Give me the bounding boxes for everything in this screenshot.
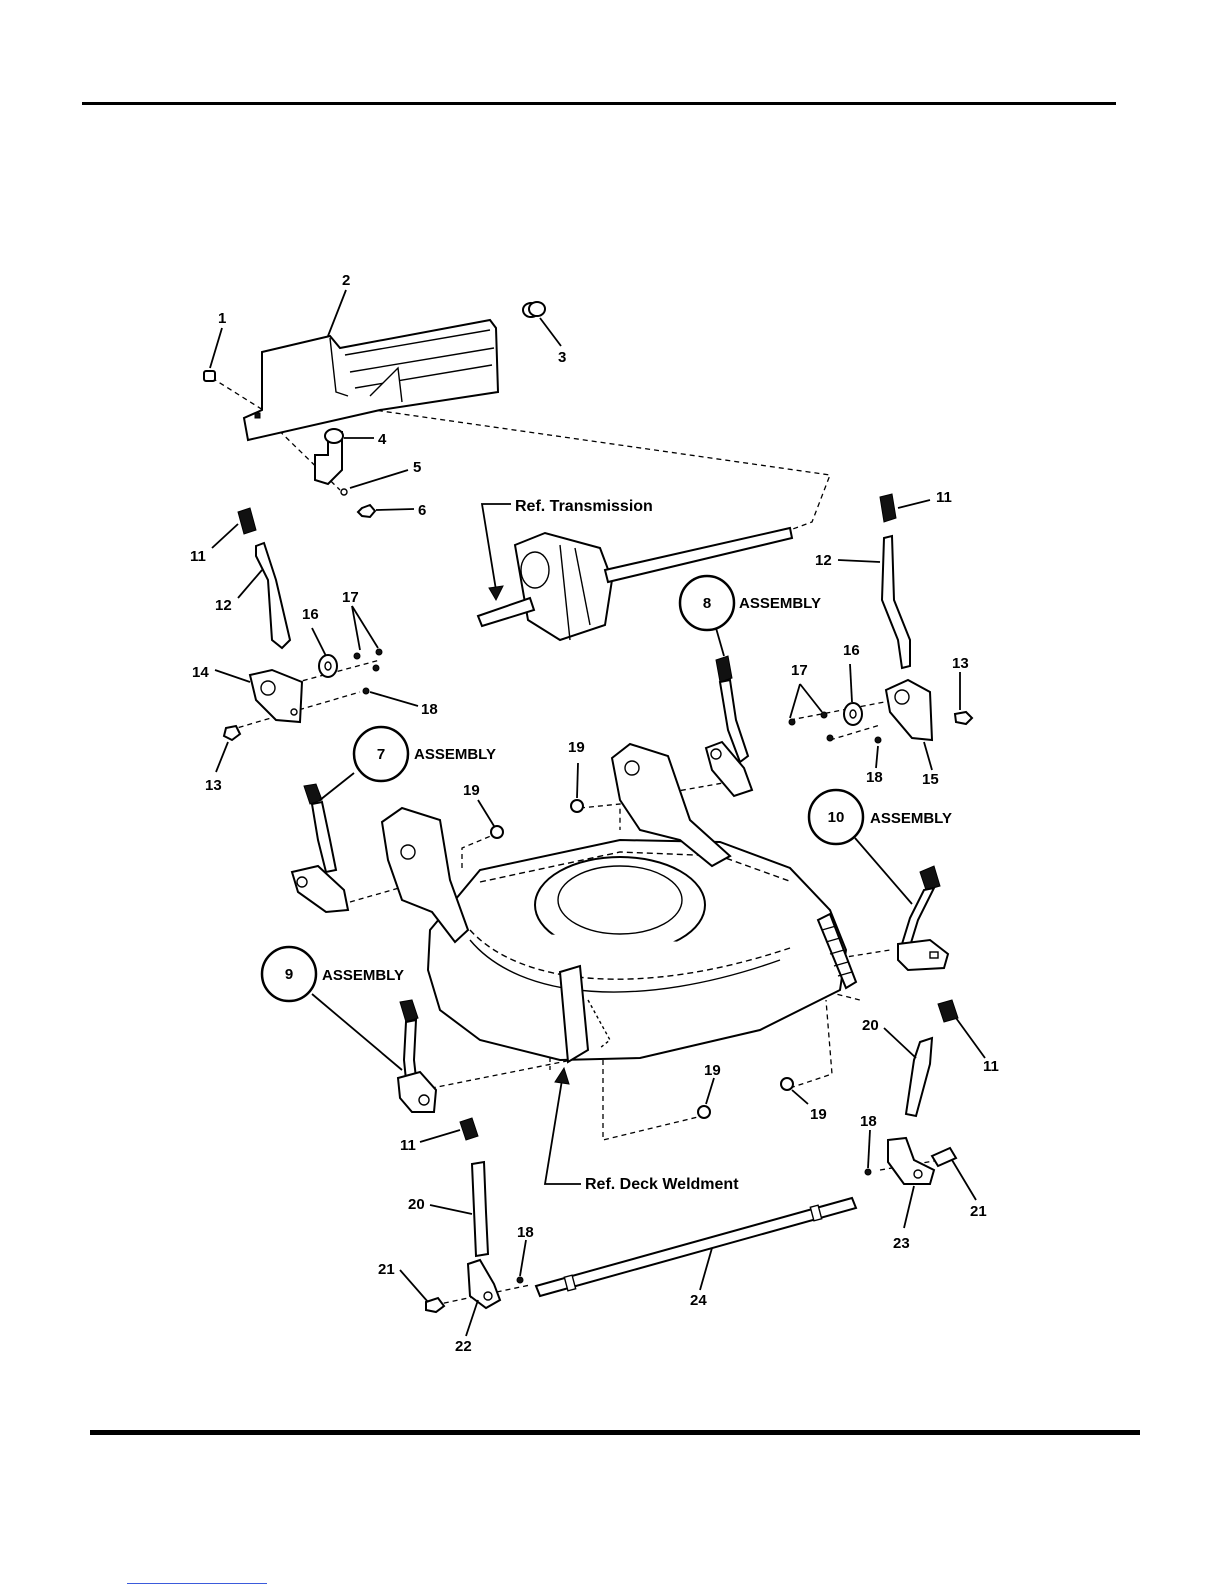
callout-11-d: 11 — [400, 1137, 416, 1154]
assembly-8-badge: 8 ASSEMBLY — [680, 576, 821, 630]
callout-6: 6 — [418, 502, 426, 519]
callout-19-c: 19 — [704, 1062, 721, 1079]
callout-14: 14 — [192, 664, 209, 681]
part-19-nut-a — [571, 800, 583, 812]
callout-17-b: 17 — [791, 662, 808, 679]
assembly-10-lever — [898, 866, 948, 970]
assembly-8-number: 8 — [703, 595, 711, 612]
part-18-clip-lower-right — [865, 1169, 871, 1175]
part-12-lever-right — [882, 536, 910, 668]
part-6-nut — [358, 505, 375, 517]
callout-12-b: 12 — [815, 552, 832, 569]
part-21-bolt-right — [932, 1148, 956, 1166]
assembly-7-badge: 7 ASSEMBLY — [354, 727, 496, 781]
callout-13-a: 13 — [205, 777, 222, 794]
assembly-10-badge: 10 ASSEMBLY — [809, 790, 952, 844]
part-16-bushing-left — [319, 655, 337, 677]
callout-4: 4 — [378, 431, 387, 448]
part-19-nut-b — [491, 826, 503, 838]
callout-19-a: 19 — [568, 739, 585, 756]
part-18-clip-lower-left — [517, 1277, 523, 1283]
assembly-9-lever — [398, 1000, 436, 1112]
callout-1: 1 — [218, 310, 226, 327]
callout-17-a: 17 — [342, 589, 359, 606]
callout-5: 5 — [413, 459, 421, 476]
part-11-knob-left-top — [238, 508, 256, 534]
callout-23: 23 — [893, 1235, 910, 1252]
callout-20-b: 20 — [862, 1017, 879, 1034]
transmission — [478, 528, 792, 640]
callout-11-c: 11 — [983, 1058, 999, 1075]
callout-22: 22 — [455, 1338, 472, 1355]
callout-21-a: 21 — [378, 1261, 395, 1278]
part-13-bolt-left — [224, 726, 240, 740]
part-20-lever-left — [472, 1162, 488, 1256]
part-23-bracket-right — [888, 1138, 934, 1184]
assembly-8-label: ASSEMBLY — [739, 595, 821, 612]
callout-16-a: 16 — [302, 606, 319, 623]
part-18-clip-right — [875, 737, 881, 743]
assembly-7-label: ASSEMBLY — [414, 746, 496, 763]
part-15-bracket-right — [886, 680, 932, 740]
part-5-washer — [341, 489, 347, 495]
callout-18-c: 18 — [860, 1113, 877, 1130]
part-11-knob-right-top — [880, 494, 896, 522]
callout-11-b: 11 — [936, 489, 952, 506]
callout-18-a: 18 — [421, 701, 438, 718]
part-1-nut — [204, 371, 215, 381]
part-17-screws-left — [354, 649, 382, 671]
part-4-pivot-bracket — [315, 429, 343, 484]
part-12-lever-left — [256, 543, 290, 648]
callout-18-b: 18 — [866, 769, 883, 786]
assembly-7-lever — [292, 784, 348, 912]
assembly-9-badge: 9 ASSEMBLY — [262, 947, 404, 1001]
part-24-axle — [536, 1198, 856, 1296]
part-11-knob-left-bottom — [460, 1118, 478, 1140]
callout-2: 2 — [342, 272, 350, 289]
part-14-bracket-left — [250, 670, 302, 722]
callout-18-d: 18 — [517, 1224, 534, 1241]
callout-3: 3 — [558, 349, 566, 366]
part-21-bolt-left — [426, 1298, 444, 1312]
assembly-9-number: 9 — [285, 966, 293, 983]
part-19-nut-c — [698, 1106, 710, 1118]
callout-19-d: 19 — [810, 1106, 827, 1123]
part-16-bushing-right — [844, 703, 862, 725]
part-11-knob-right-bottom — [938, 1000, 958, 1022]
callout-11-a: 11 — [190, 548, 206, 565]
ref-transmission-label: Ref. Transmission — [515, 498, 653, 515]
part-20-lever-right — [906, 1038, 932, 1116]
part-13-bolt-right — [955, 712, 972, 724]
part-3-spacer — [523, 302, 545, 317]
part-19-nut-d — [781, 1078, 793, 1090]
part-18-clip-left — [363, 688, 369, 694]
assembly-8-lever — [706, 656, 752, 796]
part-22-bracket-left — [468, 1260, 500, 1308]
assembly-10-label: ASSEMBLY — [870, 810, 952, 827]
callout-19-b: 19 — [463, 782, 480, 799]
deck-weldment — [382, 744, 856, 1062]
callout-16-b: 16 — [843, 642, 860, 659]
callout-24: 24 — [690, 1292, 707, 1309]
callout-12-a: 12 — [215, 597, 232, 614]
callout-13-b: 13 — [952, 655, 969, 672]
callout-15: 15 — [922, 771, 939, 788]
callout-21-b: 21 — [970, 1203, 987, 1220]
assembly-10-number: 10 — [828, 809, 845, 826]
assembly-9-label: ASSEMBLY — [322, 967, 404, 984]
assembly-7-number: 7 — [377, 746, 385, 763]
ref-deck-weldment-label: Ref. Deck Weldment — [585, 1176, 739, 1193]
callout-20-a: 20 — [408, 1196, 425, 1213]
